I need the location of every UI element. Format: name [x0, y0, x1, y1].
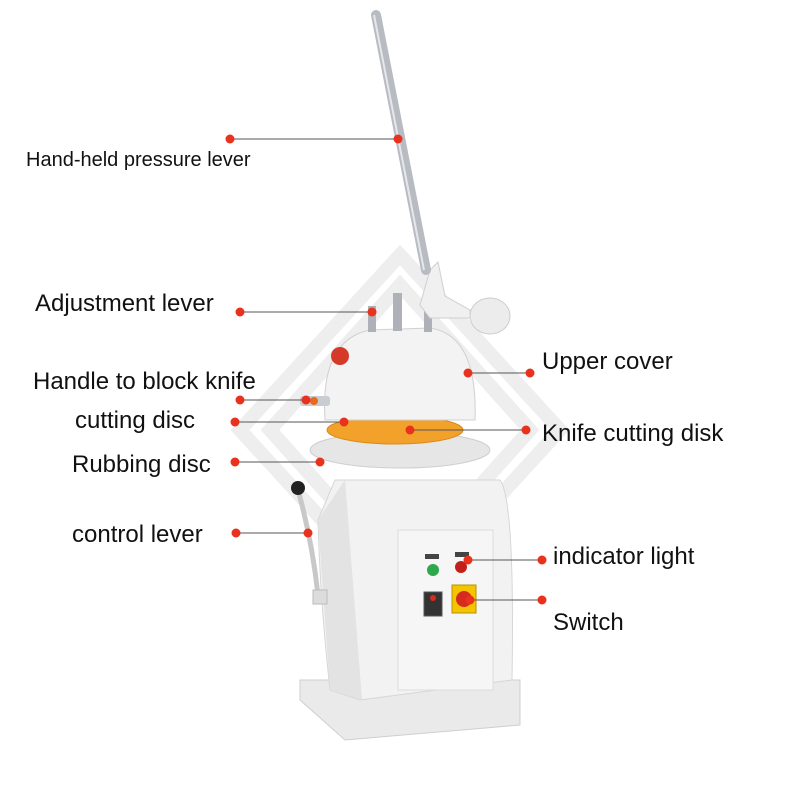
cabinet-side-shade: [318, 480, 362, 700]
control-lever-bracket: [312, 589, 328, 605]
adjustment-post: [368, 306, 376, 332]
callout-dot-handle-block-knife-target: [301, 395, 311, 405]
dough-divider-machine: [291, 10, 521, 741]
panel-label-plate: [455, 552, 469, 557]
callout-dot-switch-label: [537, 595, 547, 605]
label-adjustment-lever: Adjustment lever: [35, 290, 214, 317]
counterweight-arm: [419, 260, 471, 319]
callout-dot-upper-cover-target: [463, 368, 473, 378]
callout-dot-rubbing-disc-target: [315, 457, 325, 467]
green-button: [427, 564, 439, 576]
front-control-panel: [397, 529, 494, 691]
callout-dot-control-lever-label: [231, 528, 241, 538]
label-indicator-light: indicator light: [553, 543, 695, 570]
upper-cover-dome: [324, 327, 476, 421]
label-handle-block-knife: Handle to block knife: [33, 368, 256, 395]
control-lever-knob: [291, 481, 305, 495]
label-pressure-lever: Hand-held pressure lever: [26, 149, 251, 171]
start-stop-switch: [423, 591, 443, 617]
red-indicator-lamp: [455, 561, 467, 573]
callout-dot-cutting-disc-label: [230, 417, 240, 427]
callout-dot-rubbing-disc-label: [230, 457, 240, 467]
callout-dot-adjustment-lever-label: [235, 307, 245, 317]
callout-dot-switch-target: [465, 595, 475, 605]
callout-dot-control-lever-target: [303, 528, 313, 538]
block-knife-handle-tip: [310, 397, 318, 405]
callout-dot-pressure-lever-target: [393, 134, 403, 144]
control-lever-rod: [295, 489, 321, 596]
label-switch: Switch: [553, 609, 624, 636]
label-rubbing-disc: Rubbing disc: [72, 451, 211, 478]
callout-dot-pressure-lever-label: [225, 134, 235, 144]
callout-dot-cutting-disc-target: [339, 417, 349, 427]
callout-dot-handle-block-knife-label: [235, 395, 245, 405]
adjustment-post: [393, 293, 402, 331]
callout-dot-adjustment-lever-target: [367, 307, 377, 317]
callout-dot-indicator-light-target: [463, 555, 473, 565]
label-knife-cutting-disk: Knife cutting disk: [542, 420, 724, 447]
label-cutting-disc: cutting disc: [75, 407, 196, 434]
panel-label-plate: [425, 554, 439, 559]
callout-dot-knife-cutting-disk-target: [405, 425, 415, 435]
cover-red-badge: [331, 347, 349, 365]
callout-dot-upper-cover-label: [525, 368, 535, 378]
switch-red-indicator: [430, 595, 436, 601]
label-control-lever: control lever: [72, 521, 203, 548]
callout-leaders: [225, 134, 547, 605]
callout-dot-indicator-light-label: [537, 555, 547, 565]
pressure-lever-pole: [371, 10, 431, 275]
adjustment-post: [424, 310, 432, 332]
callout-dot-knife-cutting-disk-label: [521, 425, 531, 435]
counterweight: [469, 297, 511, 335]
label-upper-cover: Upper cover: [542, 348, 673, 375]
